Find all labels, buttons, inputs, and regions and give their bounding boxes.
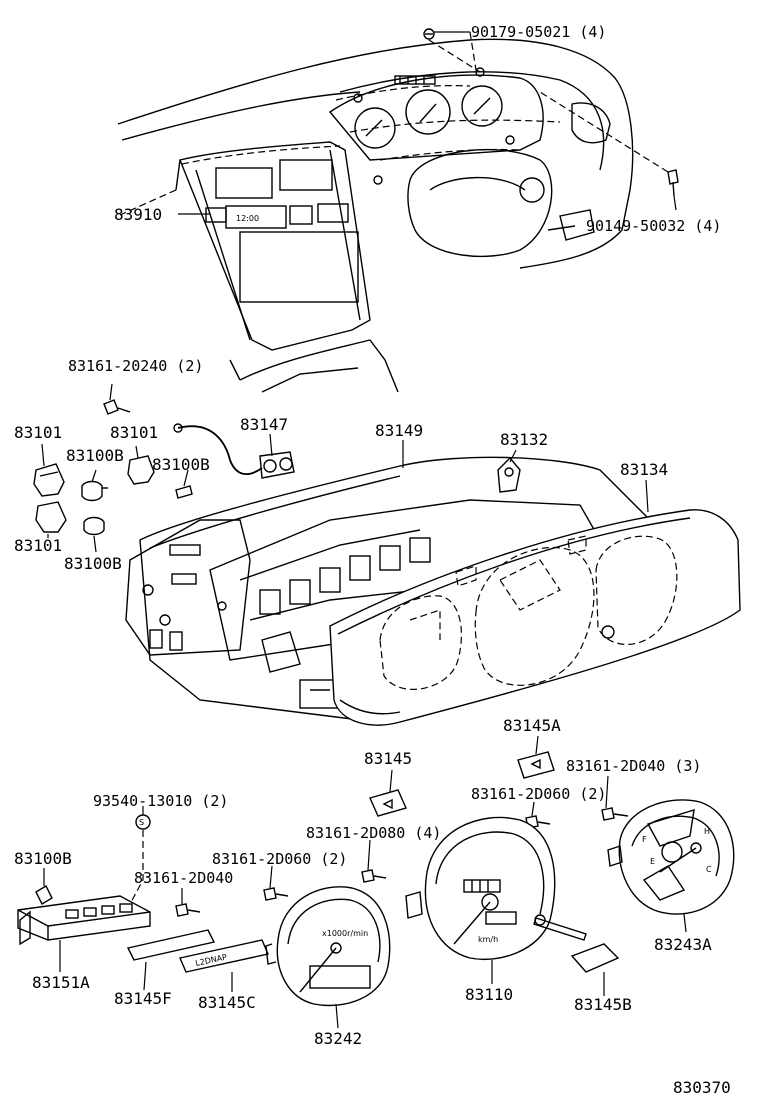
label-90179-05021: 90179-05021 (4) [471, 23, 606, 41]
washer-93540: S [129, 806, 151, 905]
label-83161-2D080: 83161-2D080 (4) [306, 824, 441, 842]
label-83100B-a: 83100B [66, 446, 124, 465]
fuel-temp-gauge-83243A: H F E C [607, 799, 735, 933]
dashboard-illustration: 12:00 [117, 38, 634, 393]
label-83149: 83149 [375, 421, 423, 440]
label-83145C: 83145C [198, 993, 256, 1012]
screw-90149 [539, 91, 679, 211]
label-83100B-c: 83100B [64, 554, 122, 573]
fuel-e-text: E [650, 857, 655, 866]
label-83101-c: 83101 [14, 536, 62, 555]
part-83145B [570, 943, 620, 996]
screw-83161-2D040 [175, 888, 201, 917]
meter-lens-83134 [329, 479, 741, 726]
label-83101-b: 83101 [110, 423, 158, 442]
label-83100B-b: 83100B [152, 455, 210, 474]
label-83134: 83134 [620, 460, 668, 479]
label-83910: 83910 [114, 205, 162, 224]
plate-83145F [126, 929, 216, 991]
speed-unit-text: km/h [478, 935, 498, 944]
fuel-f-text: F [642, 835, 647, 844]
screw-83161-2D060-b [263, 865, 289, 901]
screw-83161-2D040-3 [601, 775, 629, 821]
clock-display-text: 12:00 [236, 214, 259, 223]
connector-83910 [205, 207, 227, 223]
tach-unit-text: x1000r/min [322, 929, 368, 938]
label-83151A: 83151A [32, 973, 90, 992]
part-labels: 90179-05021 (4) 90149-50032 (4) 83910 83… [14, 23, 731, 1097]
temp-c-text: C [706, 865, 712, 874]
label-83243A: 83243A [654, 935, 712, 954]
socket-83100B-lower [35, 868, 53, 905]
meter-case-83149 [125, 423, 651, 721]
label-83147: 83147 [240, 415, 288, 434]
label-83161-2D040-3: 83161-2D040 (3) [566, 757, 701, 775]
label-83161-2D060-a: 83161-2D060 (2) [471, 785, 606, 803]
label-83242: 83242 [314, 1029, 362, 1048]
figure-code: 830370 [673, 1078, 731, 1097]
part-83145A [517, 735, 555, 779]
label-83100B-d: 83100B [14, 849, 72, 868]
svg-text:S: S [139, 818, 144, 827]
label-83145B: 83145B [574, 995, 632, 1014]
screw-90179 [423, 28, 481, 73]
plate-83145C: L2DNAP [179, 939, 269, 992]
temp-h-text: H [704, 827, 710, 836]
label-83161-2D060-b: 83161-2D060 (2) [212, 850, 347, 868]
label-83145: 83145 [364, 749, 412, 768]
label-90149-50032: 90149-50032 (4) [586, 217, 721, 235]
tachometer-83242: x1000r/min [265, 886, 391, 1029]
bulb-sockets [33, 383, 193, 553]
label-83145A: 83145A [503, 716, 561, 735]
part-83145 [369, 769, 407, 817]
screw-83161-2D080 [361, 839, 387, 883]
label-93540-13010: 93540-13010 (2) [93, 792, 228, 810]
speedometer-83110: km/h [405, 816, 587, 984]
label-83101-a: 83101 [14, 423, 62, 442]
label-83110: 83110 [465, 985, 513, 1004]
label-83161-20240: 83161-20240 (2) [68, 357, 203, 375]
label-83132: 83132 [500, 430, 548, 449]
label-83145F: 83145F [114, 989, 172, 1008]
label-83161-2D040: 83161-2D040 [134, 869, 233, 887]
circuit-83151A [17, 895, 151, 972]
